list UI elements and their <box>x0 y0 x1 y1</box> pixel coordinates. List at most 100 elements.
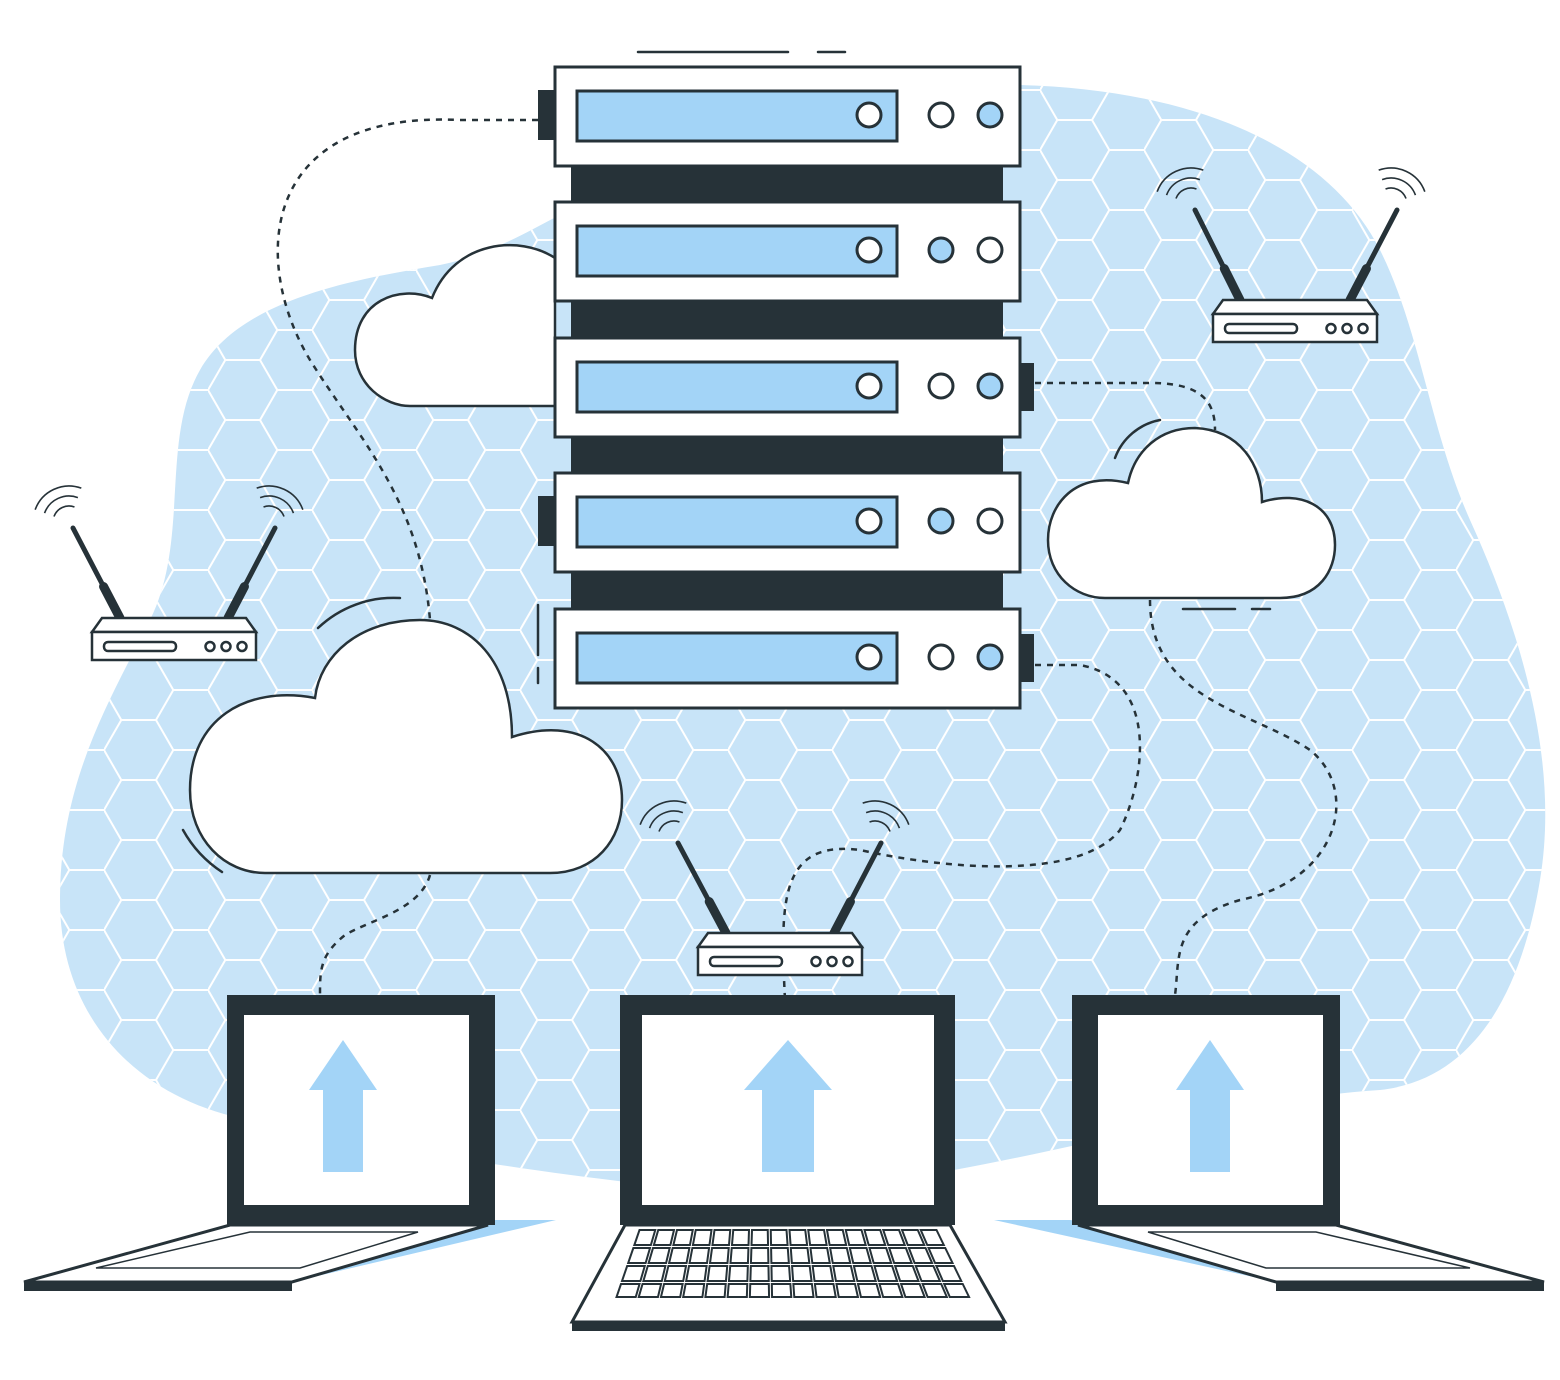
laptop-icon <box>23 995 556 1291</box>
keyboard-key <box>914 1265 942 1282</box>
status-led <box>927 101 955 129</box>
keyboard-key <box>672 1229 694 1246</box>
wifi-signal <box>43 495 79 514</box>
router-light <box>810 955 822 968</box>
cloud-top-left <box>353 243 557 408</box>
router-light <box>842 955 854 968</box>
cloud-right <box>1046 426 1337 600</box>
router-antenna-base <box>1345 264 1371 305</box>
router-light <box>1357 322 1369 335</box>
upload-arrow-icon <box>1176 1040 1244 1172</box>
wifi-signal <box>865 810 901 829</box>
keyboard-key <box>691 1229 713 1246</box>
wifi-router-icon <box>639 800 910 977</box>
status-led <box>976 101 1004 129</box>
keyboard-key <box>828 1247 852 1264</box>
drive-bay <box>575 89 899 143</box>
keyboard-key <box>852 1265 878 1282</box>
drive-button <box>855 372 883 400</box>
keyboard-key <box>825 1229 848 1246</box>
keyboard-key <box>868 1247 893 1264</box>
keyboard-key <box>729 1247 750 1264</box>
router-light <box>1325 322 1337 335</box>
keyboard-key <box>921 1283 949 1298</box>
keyboard-key <box>863 1229 887 1246</box>
server-unit <box>538 65 1022 168</box>
router-light <box>826 955 838 968</box>
drive-bay <box>575 224 899 278</box>
router-light <box>220 640 232 653</box>
laptops-group <box>23 995 1545 1331</box>
laptop-keyboard <box>615 1229 971 1298</box>
laptop-icon <box>569 995 1008 1331</box>
router-slot <box>102 640 178 653</box>
wifi-router-icon <box>1156 167 1426 344</box>
router-antenna-base <box>829 897 855 938</box>
router-slot <box>708 955 784 968</box>
keyboard-key <box>899 1283 927 1298</box>
keyboard-key <box>881 1229 907 1246</box>
status-led <box>927 507 955 535</box>
keyboard-key <box>813 1283 837 1298</box>
router-top <box>89 616 259 634</box>
drive-button <box>855 507 883 535</box>
wifi-signal <box>1378 167 1426 192</box>
status-led <box>927 236 955 264</box>
router-light <box>1341 322 1353 335</box>
laptop-keyboard <box>1147 1231 1471 1269</box>
keyboard-key <box>844 1229 867 1246</box>
wifi-signal <box>1175 187 1197 199</box>
wifi-signal <box>648 810 684 829</box>
drive-bay <box>575 495 899 549</box>
keyboard-key <box>790 1265 813 1282</box>
keyboard-key <box>927 1247 955 1264</box>
keyboard-key <box>615 1283 641 1298</box>
keyboard-key <box>900 1229 926 1246</box>
server-unit <box>553 607 1034 710</box>
keyboard-key <box>919 1229 946 1246</box>
drive-button <box>855 236 883 264</box>
keyboard-key <box>652 1229 676 1246</box>
link-server-to-right-cloud <box>1035 381 1217 431</box>
keyboard-key <box>856 1283 882 1298</box>
keyboard-key <box>878 1283 904 1298</box>
keyboard-key <box>887 1247 914 1264</box>
server-rack-icon <box>538 65 1034 710</box>
wifi-signal <box>639 800 687 825</box>
keyboard-key <box>726 1283 749 1298</box>
keyboard-key <box>632 1229 657 1246</box>
keyboard-key <box>688 1247 711 1264</box>
router-antenna-base <box>99 582 125 623</box>
rack-mount-tab <box>1019 363 1034 411</box>
keyboard-key <box>873 1265 899 1282</box>
upload-arrow-icon <box>309 1040 377 1172</box>
keyboard-key <box>637 1283 663 1298</box>
keyboard-key <box>809 1247 831 1264</box>
drive-button <box>855 643 883 671</box>
wifi-signal <box>1381 177 1417 196</box>
keyboard-key <box>711 1229 732 1246</box>
keyboard-key <box>750 1229 770 1246</box>
keyboard-key <box>832 1265 856 1282</box>
keyboard-key <box>770 1265 792 1282</box>
upload-arrow-icon <box>744 1040 832 1172</box>
wifi-signal <box>263 505 285 517</box>
keyboard-key <box>626 1247 652 1264</box>
keyboard-key <box>706 1265 729 1282</box>
keyboard-key <box>749 1247 770 1264</box>
keyboard-key <box>788 1229 809 1246</box>
keyboard-key <box>807 1229 828 1246</box>
laptop-keyboard <box>95 1231 419 1269</box>
link-cloud-to-right-laptop <box>1148 599 1338 996</box>
keyboard-key <box>704 1283 727 1298</box>
keyboard-key <box>748 1283 771 1298</box>
link-server-to-center-router <box>781 663 1142 1001</box>
keyboard-key <box>848 1247 873 1264</box>
link-cloud-to-left-laptop <box>318 874 432 996</box>
keyboard-key <box>681 1283 706 1298</box>
wifi-signal <box>862 800 910 825</box>
keyboard-key <box>659 1283 684 1298</box>
decorative-strokes <box>181 50 1272 874</box>
keyboard-key <box>907 1247 934 1264</box>
